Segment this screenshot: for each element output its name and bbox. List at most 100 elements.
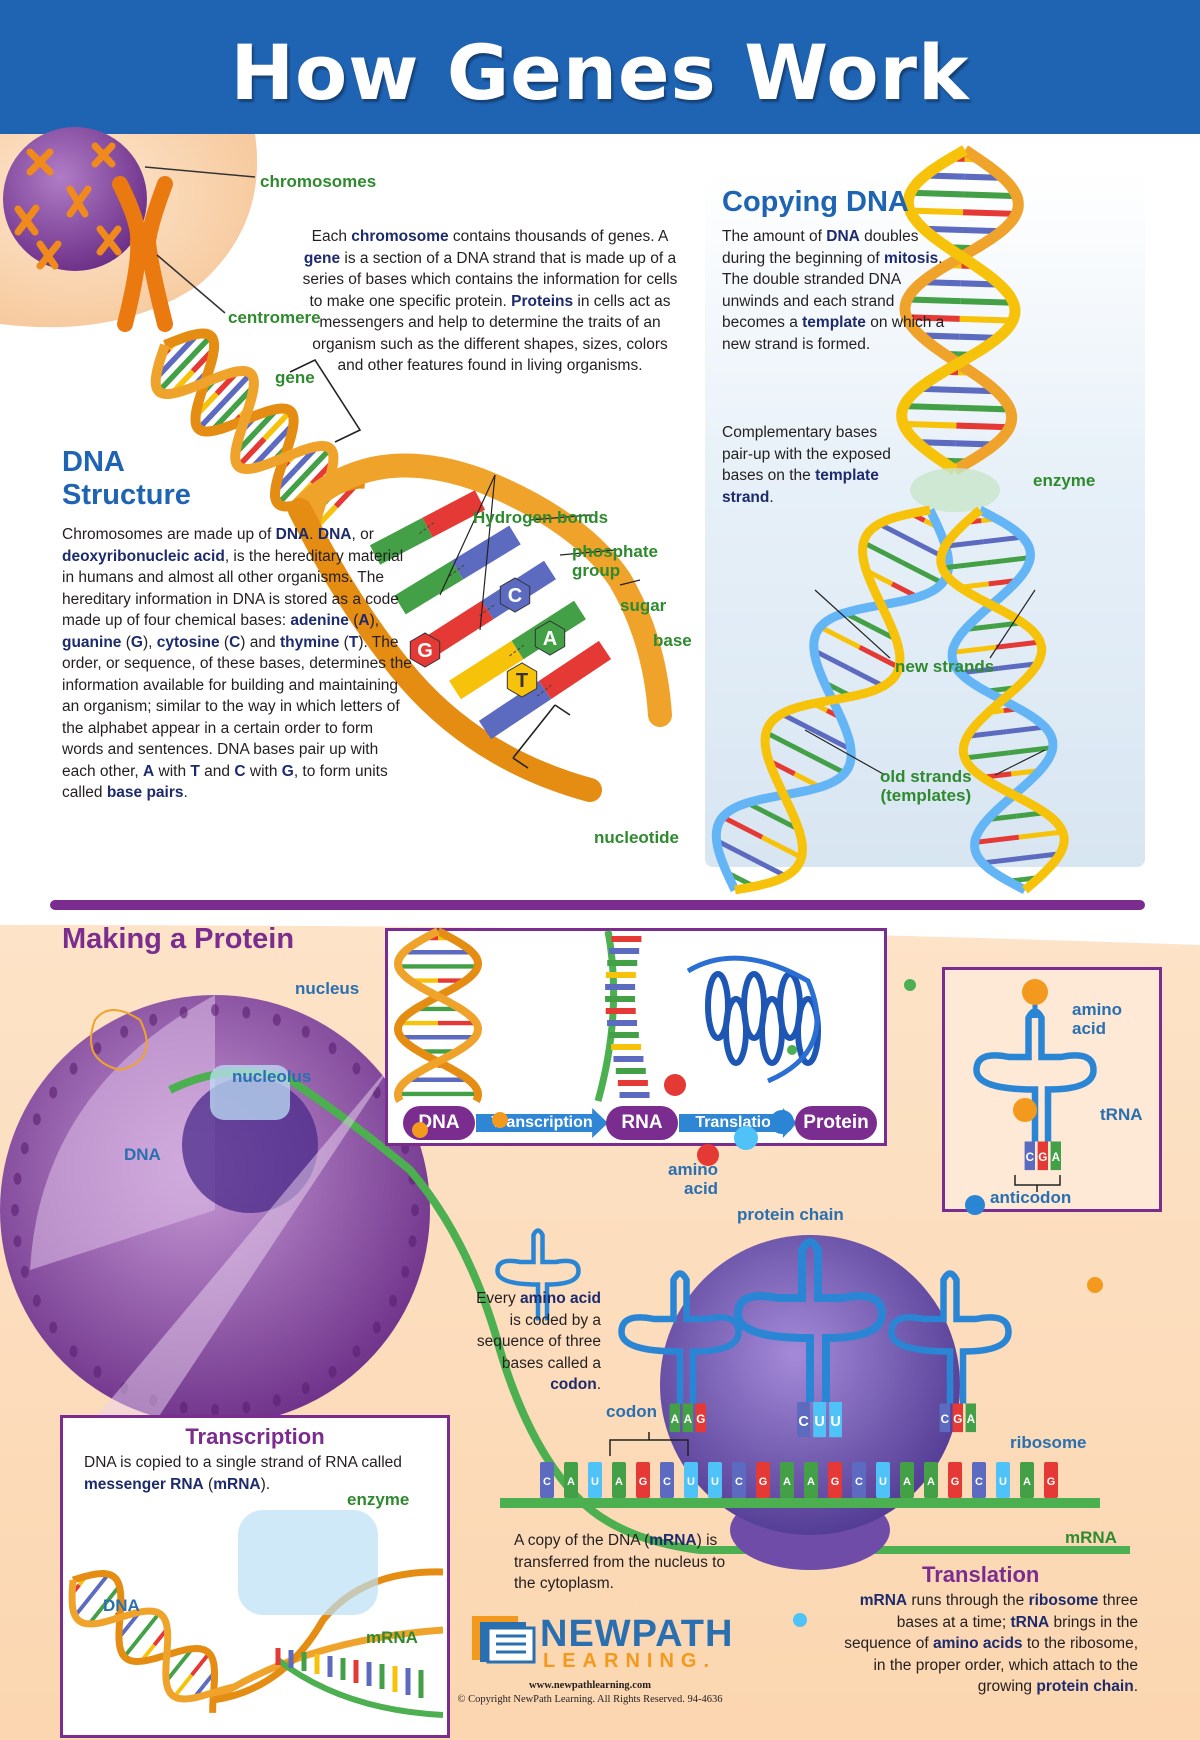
nucleotide-base: [449, 640, 524, 700]
label-trna: tRNA: [1100, 1105, 1143, 1124]
copying-dna-text-2: Complementary bases pair-up with the exp…: [722, 424, 891, 506]
nuclear-pore: [408, 1235, 417, 1248]
dna-structure-heading: DNA Structure: [62, 446, 191, 511]
base-pair-half: [982, 855, 1022, 866]
mrna-base: [948, 1462, 962, 1498]
cell-illustration: [0, 127, 258, 332]
mrna-base-letter: C: [735, 1476, 743, 1488]
anticodon-bracket: [1014, 1175, 1061, 1192]
hydrogen-bond: [419, 521, 436, 534]
label-leader-line: [529, 514, 591, 521]
mrna-base-letter: A: [903, 1476, 911, 1488]
nucleotide-bracket: [512, 704, 571, 769]
base-pair-half: [760, 835, 803, 860]
trna-backbone: [495, 1228, 581, 1321]
nuclear-pore: [93, 1365, 102, 1378]
mrna-base: [756, 1462, 770, 1498]
base-pair-half: [847, 666, 885, 689]
enzyme-blob: [910, 468, 1000, 512]
base-pair-half: [877, 521, 915, 544]
mrna-base-letter: A: [1023, 1476, 1031, 1488]
label-protein-chain: protein chain: [737, 1205, 844, 1224]
anticodon-letter: U: [814, 1414, 824, 1430]
base-pair-half: [804, 750, 846, 776]
leader-new-strands: [814, 589, 891, 659]
nuclear-pore: [328, 1365, 337, 1378]
amino-acid-ball: [904, 979, 916, 991]
label-mrna: mRNA: [1065, 1528, 1117, 1547]
anticodon-letter: G: [1038, 1151, 1047, 1164]
anticodon-base: [829, 1402, 842, 1438]
anticodon-base: [1037, 1141, 1048, 1171]
nuclear-pore: [211, 1404, 219, 1416]
backbone-strand: [150, 343, 339, 538]
nuclear-pore: [69, 1345, 78, 1358]
base-pair-half: [222, 371, 253, 404]
label-old-strands: old strands (templates): [880, 767, 972, 805]
anticodon-letter: C: [941, 1413, 950, 1426]
mrna-base: [732, 1462, 746, 1498]
base-letter: C: [508, 585, 522, 607]
base-pair-half: [907, 296, 961, 305]
mrna-base-letter: G: [951, 1476, 960, 1488]
nuclear-pore: [20, 1265, 29, 1278]
protein-coil: [686, 955, 820, 1084]
backbone-strand: [393, 927, 483, 1103]
base-pair-half: [750, 856, 788, 879]
base-pair-half: [960, 298, 1014, 306]
backbone-strand: [936, 506, 1069, 894]
mrna-base-letter: G: [1047, 1476, 1056, 1488]
label-sugar: sugar: [620, 596, 667, 615]
mrna-base: [660, 1462, 674, 1498]
nuclear-pore: [401, 1265, 410, 1278]
flow-rna: RNA: [606, 1106, 678, 1140]
anticodon-base: [695, 1403, 706, 1433]
mrna-base: [1020, 1462, 1034, 1498]
mrna-base: [540, 1462, 554, 1498]
anticodon-base: [797, 1402, 810, 1438]
nuclear-pore: [179, 1401, 188, 1414]
rna-polymerase-enzyme: [238, 1510, 378, 1615]
nucleus-cutaway: [30, 995, 215, 1270]
anticodon-base: [965, 1403, 976, 1433]
mrna-base: [924, 1462, 938, 1498]
zoom-wedge: [60, 1060, 395, 1460]
footer-copyright: © Copyright NewPath Learning. All Rights…: [457, 1694, 723, 1705]
nucleotide-base: [478, 680, 552, 740]
dna-structure-text: Chromosomes are made up of DNA. DNA, or …: [62, 526, 412, 801]
mrna-base-letter: A: [615, 1476, 623, 1488]
hydrogen-bond: [449, 563, 466, 577]
mrna-base-letter: A: [783, 1476, 791, 1488]
nuclear-pore: [372, 1321, 381, 1334]
mrna-base-letter: A: [807, 1476, 815, 1488]
anticodon-base: [1050, 1141, 1061, 1171]
footer-url: www.newpathlearning.com: [529, 1680, 651, 1691]
nucleotide-base: [369, 517, 433, 565]
nucleotide-base: [451, 525, 521, 580]
daughter-helix-right: [936, 506, 1069, 894]
nuclear-pore: [149, 1013, 158, 1026]
backbone-strand: [734, 505, 931, 895]
cytoplasm-edge: [0, 925, 1200, 945]
base-pair-half: [122, 1633, 144, 1658]
base-pair-half: [780, 711, 818, 734]
nuclear-pore: [211, 1004, 219, 1016]
nuclear-pore: [179, 1006, 188, 1019]
nuclear-pore: [13, 1172, 22, 1185]
base-pair-half: [909, 207, 964, 216]
amino-acid-ball: [1087, 1277, 1103, 1293]
mrna-base-letter: C: [855, 1476, 863, 1488]
mrna-base: [804, 1462, 818, 1498]
base-pair-half: [190, 1652, 211, 1677]
base-pair-half: [90, 1573, 110, 1597]
nuclear-pore: [301, 1025, 310, 1038]
transcription-text: DNA is copied to a single strand of RNA …: [84, 1454, 402, 1493]
base-pair-half: [985, 555, 1031, 566]
intro-text: Each chromosome contains thousands of ge…: [302, 228, 678, 374]
nuclear-pore: [352, 1062, 361, 1075]
copying-dna-text-1: The amount of DNA doubles during the beg…: [722, 228, 945, 353]
base-pair-half: [956, 422, 1010, 431]
